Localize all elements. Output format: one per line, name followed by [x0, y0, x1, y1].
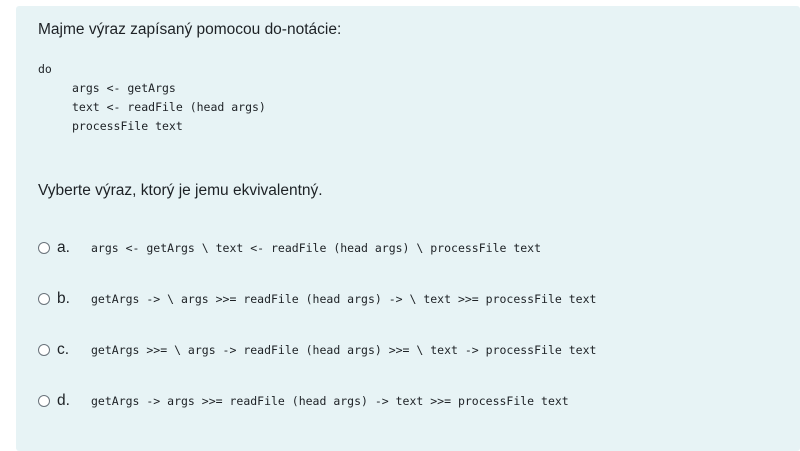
question-instruction: Vyberte výraz, ktorý je jemu ekvivalentn… [38, 182, 323, 199]
code-block: do args <- getArgs text <- readFile (hea… [38, 60, 266, 136]
radio-button-a[interactable] [38, 242, 50, 254]
code-line: text <- readFile (head args) [72, 100, 266, 114]
option-text[interactable]: getArgs >>= \ args -> readFile (head arg… [91, 343, 597, 357]
answer-option-d[interactable]: d. getArgs -> args >>= readFile (head ar… [38, 388, 596, 414]
radio-button-b[interactable] [38, 293, 50, 305]
code-line: do [38, 62, 52, 76]
option-text[interactable]: getArgs -> \ args >>= readFile (head arg… [91, 292, 597, 306]
question-prompt: Majme výraz zapísaný pomocou do-notácie: [38, 21, 342, 38]
option-text[interactable]: getArgs -> args >>= readFile (head args)… [91, 394, 569, 408]
answer-options: a. args <- getArgs \ text <- readFile (h… [38, 235, 596, 439]
option-text[interactable]: args <- getArgs \ text <- readFile (head… [91, 241, 542, 255]
option-letter: c. [57, 341, 70, 358]
code-line: processFile text [72, 119, 183, 133]
radio-button-d[interactable] [38, 395, 50, 407]
answer-option-a[interactable]: a. args <- getArgs \ text <- readFile (h… [38, 235, 596, 261]
radio-button-c[interactable] [38, 344, 50, 356]
answer-option-b[interactable]: b. getArgs -> \ args >>= readFile (head … [38, 286, 596, 312]
answer-option-c[interactable]: c. getArgs >>= \ args -> readFile (head … [38, 337, 596, 363]
option-letter: a. [57, 239, 70, 256]
question-card: Majme výraz zapísaný pomocou do-notácie:… [16, 6, 800, 451]
option-letter: d. [57, 392, 70, 409]
option-letter: b. [57, 290, 70, 307]
code-line: args <- getArgs [72, 81, 176, 95]
